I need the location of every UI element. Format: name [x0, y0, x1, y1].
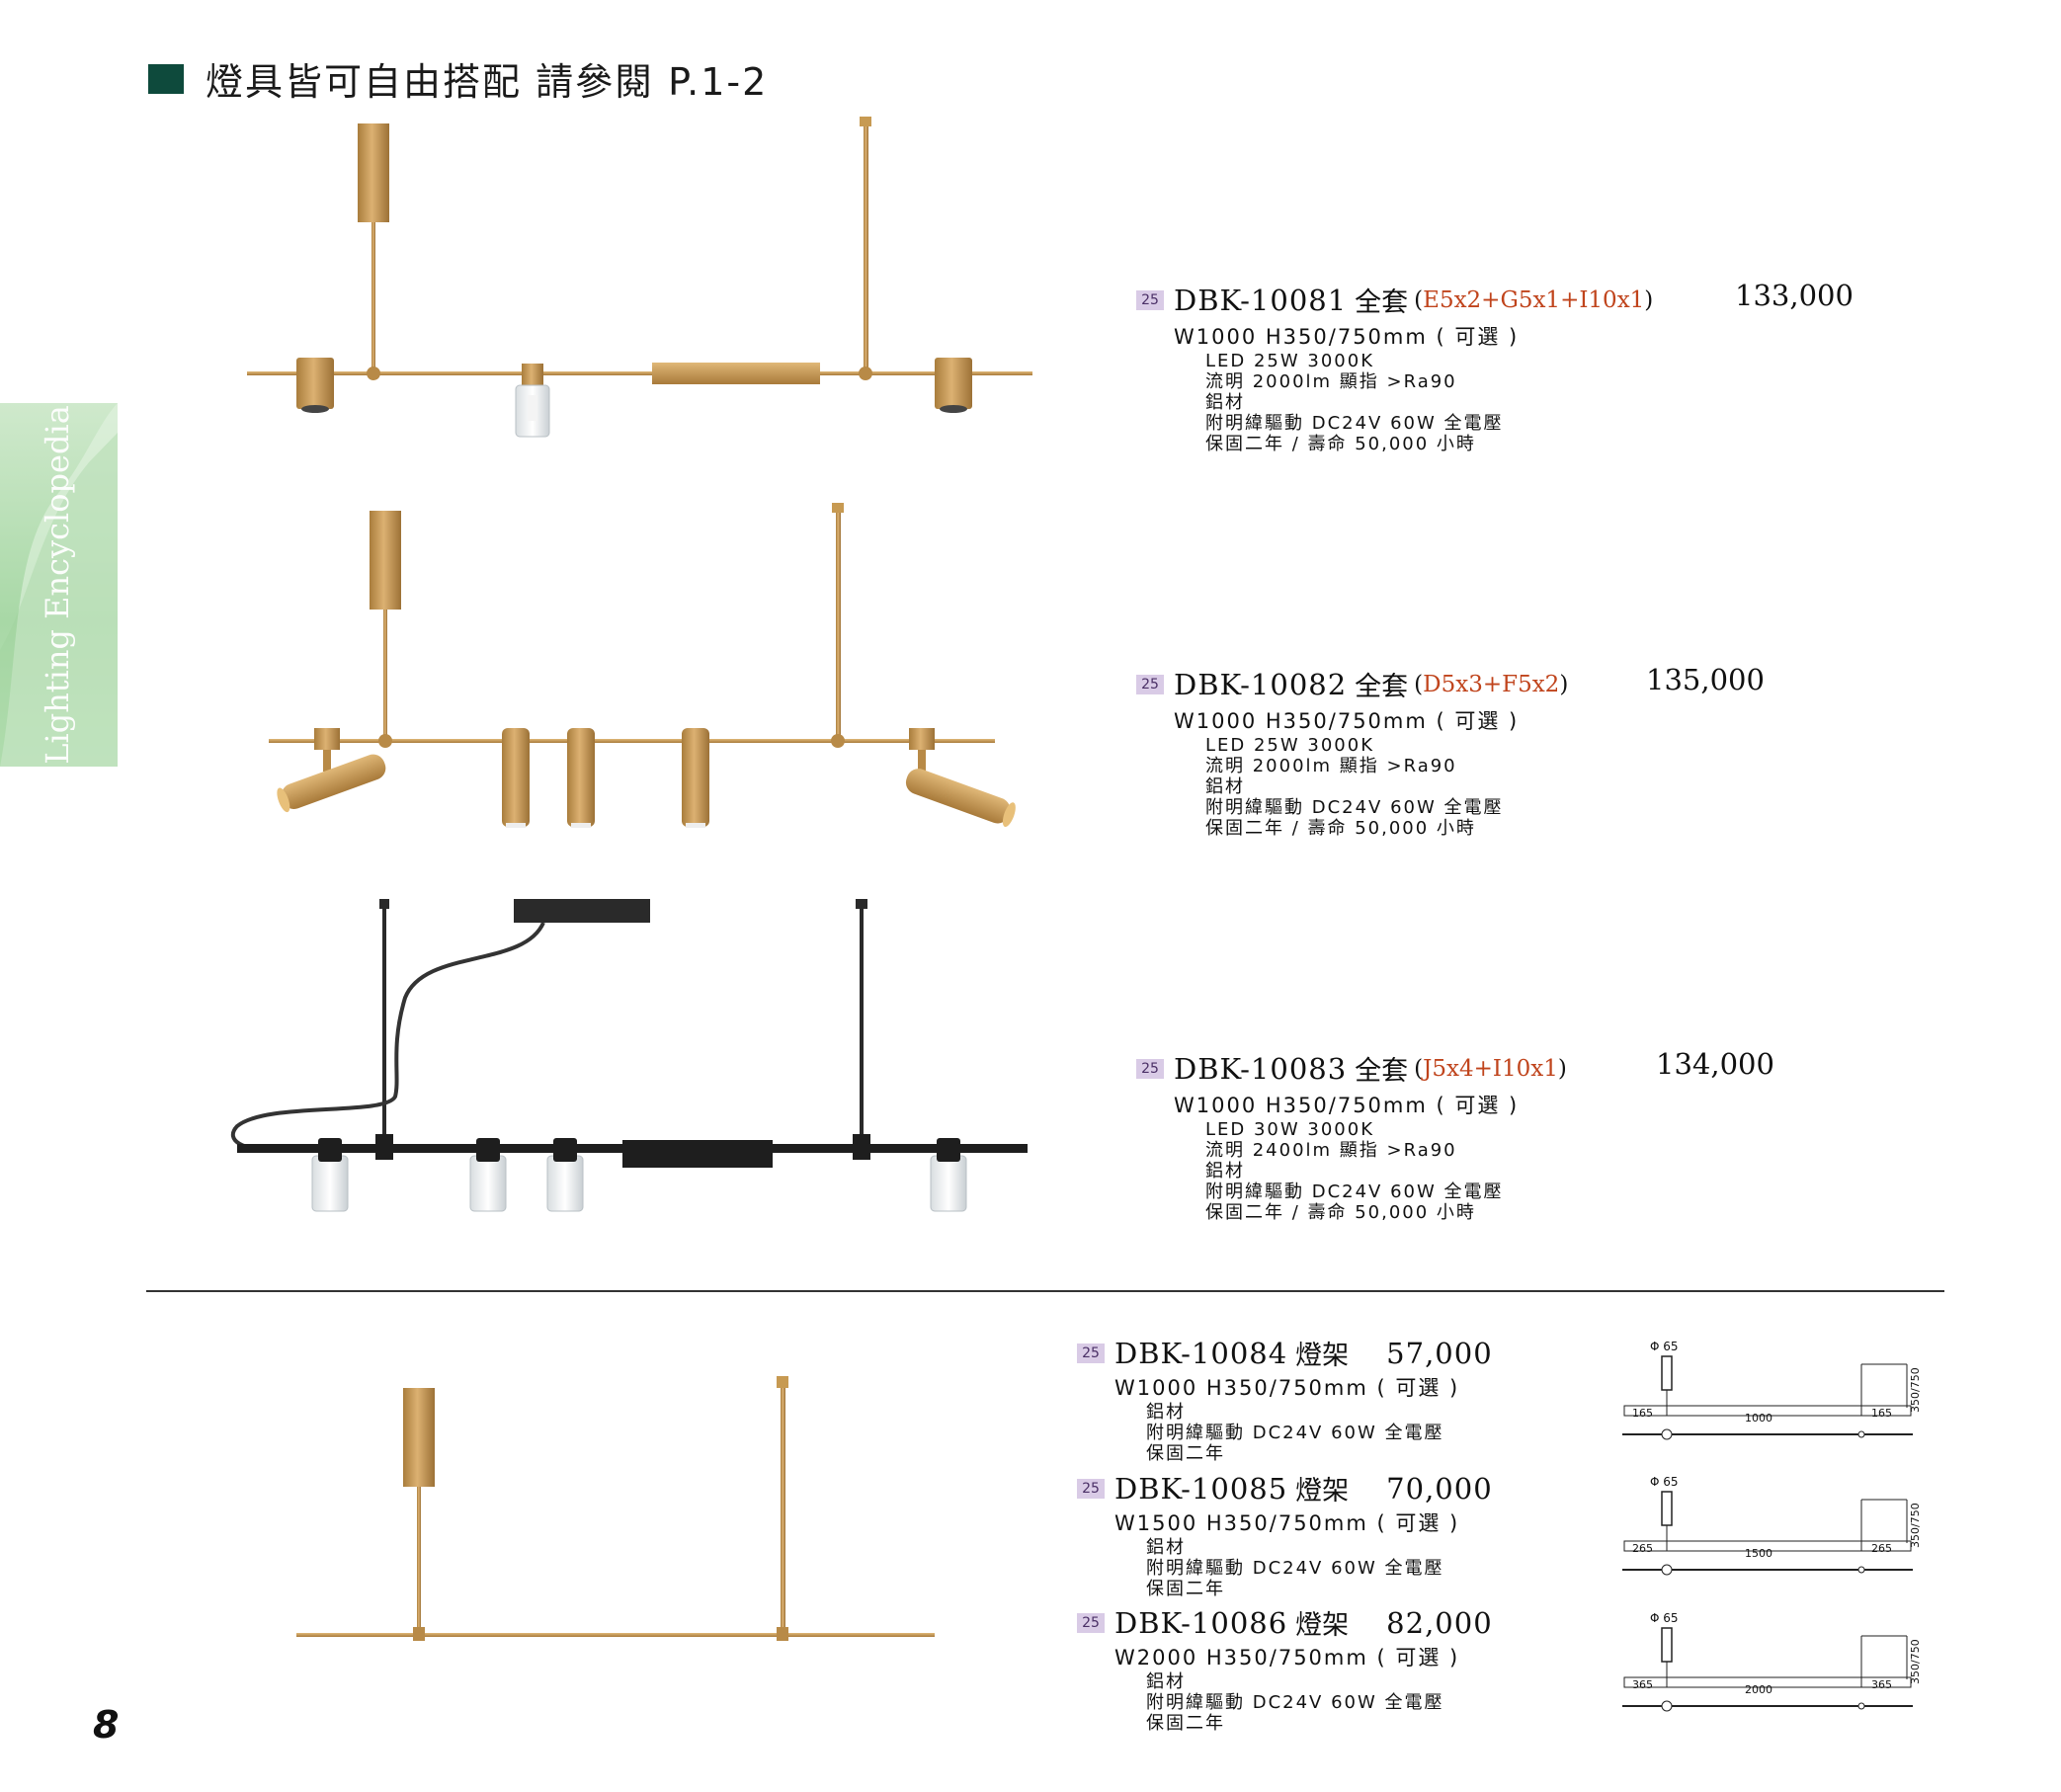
product-dimensions: W1500 H350/750mm ( 可選 ) [1114, 1511, 1460, 1535]
sidebar-wave-decoration [0, 403, 118, 767]
drawing-diameter-label: Φ 65 [1650, 1340, 1679, 1353]
frame-info-dbk-10086: 25 DBK-10086 燈架 82,000 W2000 H350/750mm … [1077, 1603, 1493, 1734]
product-dimensions: W1000 H350/750mm ( 可選 ) [1174, 709, 1520, 733]
drawing-height-label: 350/750 [1909, 1367, 1922, 1413]
product-spec: 保固二年 / 壽命 50,000 小時 [1205, 1202, 1476, 1223]
product-price: 134,000 [1656, 1047, 1774, 1081]
page-header: 燈具皆可自由搭配 請參閱 P.1-2 [148, 51, 768, 106]
drawing-height-label: 350/750 [1909, 1503, 1922, 1548]
product-spec: 流明 2400lm 顯指 >Ra90 [1205, 1140, 1457, 1161]
product-code: DBK-10081 [1174, 283, 1348, 317]
product-spec: 附明緯驅動 DC24V 60W 全電壓 [1205, 1181, 1504, 1202]
product-spec: LED 25W 3000K [1205, 735, 1375, 756]
product-dimensions: W1000 H350/750mm ( 可選 ) [1174, 1094, 1520, 1117]
product-info-dbk-10082: 25 DBK-10082 全套 (D5x3+F5x2) W1000 H350/7… [1136, 665, 1568, 839]
product-dimensions: W2000 H350/750mm ( 可選 ) [1114, 1646, 1460, 1670]
paren-open: ( [1414, 671, 1424, 697]
product-badge: 25 [1077, 1612, 1105, 1633]
drawing-center-dim: 1000 [1745, 1412, 1772, 1425]
product-combo: D5x3+F5x2 [1423, 671, 1560, 697]
product-price: 82,000 [1386, 1605, 1493, 1640]
product-kind: 燈架 [1295, 1341, 1350, 1371]
drawing-center-dim: 2000 [1745, 1683, 1772, 1696]
product-image-dbk-10081 [247, 117, 1032, 438]
product-badge: 25 [1136, 289, 1164, 310]
product-kind: 全套 [1355, 1056, 1409, 1087]
drawing-right-dim: 165 [1871, 1407, 1892, 1420]
product-spec: 鋁材 [1205, 776, 1245, 797]
product-price: 57,000 [1386, 1336, 1493, 1370]
product-image-dbk-10083 [230, 899, 1028, 1212]
product-code: DBK-10085 [1114, 1471, 1288, 1506]
paren-close: ) [1644, 286, 1654, 313]
frame-info-dbk-10085: 25 DBK-10085 燈架 70,000 W1500 H350/750mm … [1077, 1469, 1493, 1599]
product-image-dbk-10082 [269, 503, 1016, 828]
product-kind: 燈架 [1295, 1610, 1350, 1641]
paren-close: ) [1557, 1055, 1567, 1082]
drawing-right-dim: 365 [1871, 1678, 1892, 1691]
product-spec: 保固二年 [1146, 1579, 1225, 1599]
product-code: DBK-10083 [1174, 1051, 1348, 1086]
product-spec: 附明緯驅動 DC24V 60W 全電壓 [1146, 1558, 1444, 1579]
product-dimensions: W1000 H350/750mm ( 可選 ) [1114, 1376, 1460, 1400]
product-code: DBK-10086 [1114, 1605, 1288, 1640]
tech-drawing-dbk-10084: Φ 65 350/750 165 1000 165 [1622, 1340, 1922, 1440]
product-spec: 鋁材 [1146, 1402, 1186, 1423]
product-dimensions: W1000 H350/750mm ( 可選 ) [1174, 325, 1520, 349]
product-spec: 鋁材 [1146, 1537, 1186, 1558]
page-number: 8 [93, 1703, 120, 1747]
product-code: DBK-10084 [1114, 1336, 1288, 1370]
product-badge: 25 [1077, 1478, 1105, 1499]
sidebar-tab: Lighting Encyclopedia [0, 403, 118, 767]
paren-open: ( [1414, 1055, 1424, 1082]
header-square-icon [148, 63, 184, 94]
product-spec: 鋁材 [1205, 1161, 1245, 1181]
page-title: 燈具皆可自由搭配 請參閱 P.1-2 [206, 60, 769, 104]
product-spec: 附明緯驅動 DC24V 60W 全電壓 [1146, 1692, 1444, 1713]
product-info-dbk-10083: 25 DBK-10083 全套 ( J5x4+I10x1) W1000 H350… [1136, 1049, 1567, 1223]
drawing-height-label: 350/750 [1909, 1639, 1922, 1684]
product-spec: 保固二年 / 壽命 50,000 小時 [1205, 818, 1476, 839]
tech-drawing-dbk-10086: Φ 65 350/750 365 2000 365 [1622, 1611, 1922, 1712]
product-combo: J5x4+I10x1 [1423, 1055, 1558, 1082]
product-kind: 全套 [1355, 287, 1409, 318]
product-spec: 鋁材 [1205, 392, 1245, 413]
drawing-left-dim: 165 [1632, 1407, 1653, 1420]
product-spec: 流明 2000lm 顯指 >Ra90 [1205, 371, 1457, 392]
product-spec: 附明緯驅動 DC24V 60W 全電壓 [1205, 797, 1504, 818]
drawing-diameter-label: Φ 65 [1650, 1611, 1679, 1625]
paren-open: ( [1414, 286, 1424, 313]
product-code: DBK-10082 [1174, 667, 1348, 701]
product-badge: 25 [1136, 1058, 1164, 1079]
sidebar-label: Lighting Encyclopedia [39, 405, 76, 765]
drawing-diameter-label: Φ 65 [1650, 1475, 1679, 1489]
frame-image [296, 1376, 935, 1641]
drawing-left-dim: 265 [1632, 1542, 1653, 1555]
product-price: 135,000 [1646, 663, 1765, 696]
product-spec: LED 25W 3000K [1205, 351, 1375, 371]
drawing-right-dim: 265 [1871, 1542, 1892, 1555]
product-spec: 保固二年 / 壽命 50,000 小時 [1205, 434, 1476, 454]
product-spec: 鋁材 [1146, 1671, 1186, 1692]
tech-drawing-dbk-10085: Φ 65 350/750 265 1500 265 [1622, 1475, 1922, 1576]
product-combo: E5x2+G5x1+I10x1 [1423, 286, 1645, 313]
product-spec: 保固二年 [1146, 1443, 1225, 1464]
product-kind: 全套 [1355, 672, 1409, 702]
section-divider [146, 1290, 1944, 1292]
product-spec: 附明緯驅動 DC24V 60W 全電壓 [1205, 413, 1504, 434]
product-badge: 25 [1136, 674, 1164, 694]
product-price: 70,000 [1386, 1471, 1493, 1506]
product-kind: 燈架 [1295, 1476, 1350, 1507]
drawing-center-dim: 1500 [1745, 1547, 1772, 1560]
frame-info-dbk-10084: 25 DBK-10084 燈架 57,000 W1000 H350/750mm … [1077, 1334, 1493, 1464]
product-spec: LED 30W 3000K [1205, 1119, 1375, 1140]
product-info-dbk-10081: 25 DBK-10081 全套 (E5x2+G5x1+I10x1) W1000 … [1136, 281, 1653, 454]
product-price: 133,000 [1735, 279, 1854, 312]
product-spec: 流明 2000lm 顯指 >Ra90 [1205, 756, 1457, 776]
product-spec: 保固二年 [1146, 1713, 1225, 1734]
product-spec: 附明緯驅動 DC24V 60W 全電壓 [1146, 1423, 1444, 1443]
paren-close: ) [1559, 671, 1569, 697]
drawing-left-dim: 365 [1632, 1678, 1653, 1691]
product-badge: 25 [1077, 1343, 1105, 1363]
